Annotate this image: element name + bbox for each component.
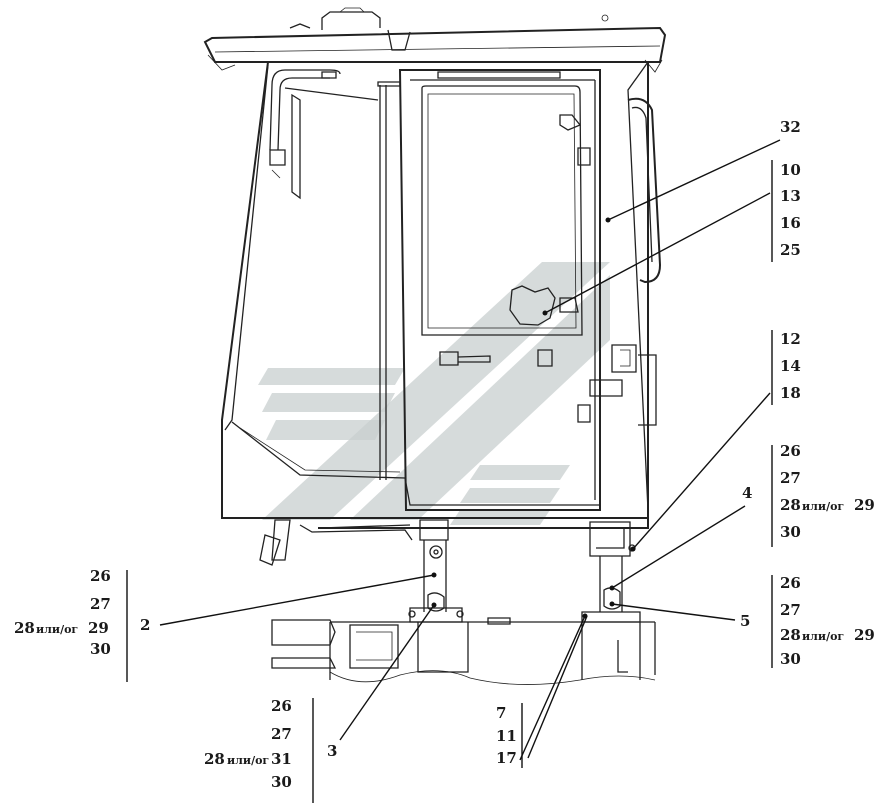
group-item: 27 bbox=[271, 725, 292, 743]
callout-32: 32 bbox=[780, 118, 801, 136]
group-item: 27 bbox=[90, 595, 111, 613]
group-item: 29 bbox=[854, 626, 875, 644]
group-item: 30 bbox=[90, 640, 111, 658]
group-item: 25 bbox=[780, 241, 801, 259]
group-item: 28 bbox=[14, 619, 35, 637]
group-item-separator: или/ог bbox=[802, 500, 844, 513]
group-item: 28 bbox=[780, 496, 801, 514]
group-lower-right-26-30: 26 27 28 или/ог 29 30 bbox=[780, 574, 875, 668]
group-item: 28 bbox=[204, 750, 225, 768]
leader-lines bbox=[159, 139, 781, 761]
single-callouts: 32 4 5 2 3 bbox=[140, 118, 801, 760]
group-item: 17 bbox=[496, 749, 517, 767]
group-item: 27 bbox=[780, 469, 801, 487]
group-item: 29 bbox=[854, 496, 875, 514]
group-item: 30 bbox=[780, 523, 801, 541]
group-item-separator: или/ог bbox=[802, 630, 844, 643]
group-item: 26 bbox=[780, 442, 801, 460]
group-item: 26 bbox=[90, 567, 111, 585]
group-item: 12 bbox=[780, 330, 801, 348]
group-7-11-17: 7 11 17 bbox=[496, 704, 517, 767]
group-item: 27 bbox=[780, 601, 801, 619]
callout-5: 5 bbox=[740, 612, 750, 630]
group-item: 30 bbox=[271, 773, 292, 791]
group-item: 7 bbox=[496, 704, 506, 722]
group-bars bbox=[126, 160, 773, 803]
group-item: 14 bbox=[780, 357, 801, 375]
group-item: 26 bbox=[780, 574, 801, 592]
group-10-13-16-25: 10 13 16 25 bbox=[780, 161, 801, 259]
group-left-26-30: 26 27 28 или/ог 29 30 bbox=[14, 567, 111, 658]
group-item: 28 bbox=[780, 626, 801, 644]
callout-4: 4 bbox=[742, 484, 752, 502]
watermark-logo bbox=[258, 262, 610, 525]
group-item: 18 bbox=[780, 384, 801, 402]
group-12-14-18: 12 14 18 bbox=[780, 330, 801, 402]
group-item: 26 bbox=[271, 697, 292, 715]
leader-dots bbox=[431, 217, 636, 619]
callout-3: 3 bbox=[327, 742, 337, 760]
group-item: 16 bbox=[780, 214, 801, 232]
group-item-separator: или/ог bbox=[36, 623, 78, 636]
group-item: 10 bbox=[780, 161, 801, 179]
group-item: 31 bbox=[271, 750, 292, 768]
group-bottom-26-30: 26 27 28 или/ог 31 30 bbox=[204, 697, 292, 791]
group-item-separator: или/ог bbox=[227, 754, 269, 767]
callout-2: 2 bbox=[140, 616, 150, 634]
cab-drawing bbox=[203, 7, 667, 685]
group-item: 13 bbox=[780, 187, 801, 205]
group-upper-right-26-30: 26 27 28 или/ог 29 30 bbox=[780, 442, 875, 541]
group-item: 29 bbox=[88, 619, 109, 637]
group-item: 11 bbox=[496, 727, 517, 745]
group-item: 30 bbox=[780, 650, 801, 668]
